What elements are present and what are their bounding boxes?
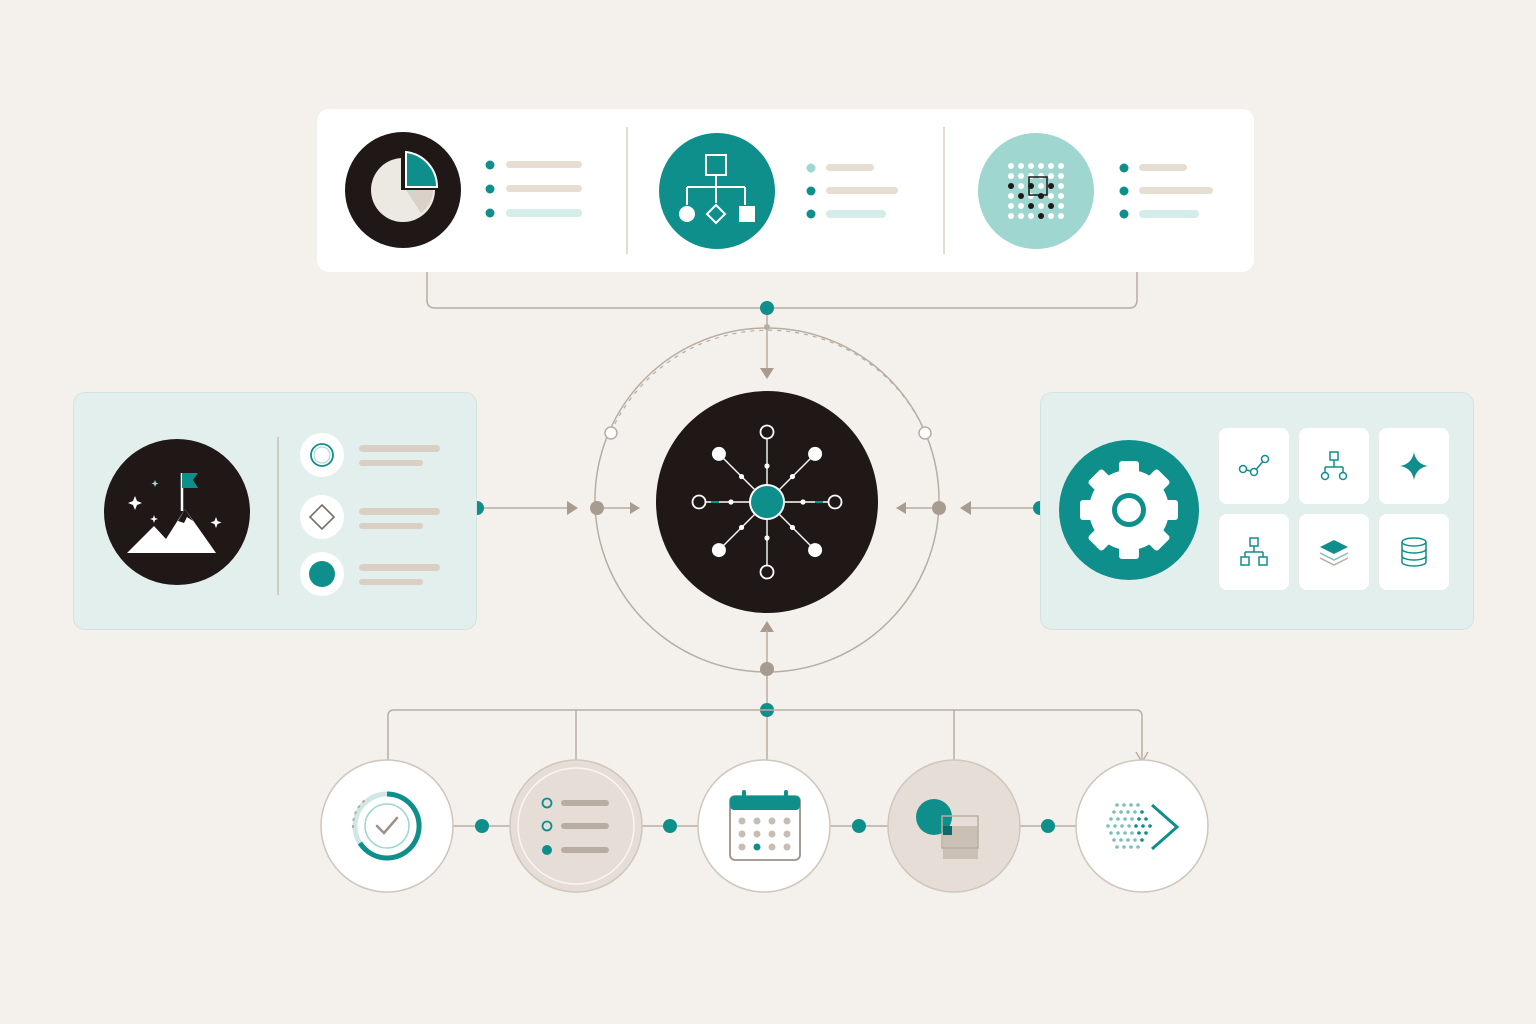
orbit-node-right bbox=[918, 426, 932, 440]
left-panel bbox=[73, 392, 477, 630]
top-panel bbox=[317, 109, 1254, 272]
calendar-icon bbox=[729, 790, 801, 861]
network-hub-icon bbox=[656, 391, 878, 613]
sparkle-icon bbox=[1400, 452, 1428, 480]
top-arrow-tick bbox=[764, 324, 770, 330]
list-placeholder bbox=[359, 508, 440, 529]
hierarchy-icon bbox=[1320, 451, 1348, 481]
orbit-node-left bbox=[604, 426, 618, 440]
right-inner-arrow-head bbox=[896, 502, 906, 514]
gear-icon bbox=[1059, 440, 1199, 580]
diamond-outline-icon bbox=[300, 495, 344, 539]
left-inner-arrow-head bbox=[630, 502, 640, 514]
step-checklist[interactable] bbox=[509, 759, 643, 893]
org-chart-icon bbox=[1240, 537, 1268, 566]
bottom-orbit-dot bbox=[760, 662, 774, 676]
share-nodes-icon bbox=[1238, 454, 1270, 477]
tile-hierarchy[interactable] bbox=[1299, 428, 1369, 504]
tile-layers[interactable] bbox=[1299, 514, 1369, 590]
progress-check-icon bbox=[351, 791, 422, 861]
step-overlap-shapes[interactable] bbox=[887, 759, 1021, 893]
database-icon bbox=[1401, 537, 1427, 567]
mountain-flag-icon bbox=[104, 439, 250, 585]
step-link-dot bbox=[475, 819, 489, 833]
checklist-icon bbox=[541, 797, 609, 855]
tile-sparkle[interactable] bbox=[1379, 428, 1449, 504]
step-link-dot bbox=[852, 819, 866, 833]
bottom-steps bbox=[320, 759, 1209, 893]
filled-circle-icon bbox=[300, 552, 344, 596]
top-arrow-head bbox=[760, 368, 774, 379]
left-arrow-head bbox=[567, 501, 578, 515]
bottom-branch-lines bbox=[387, 709, 1143, 760]
top-connector-bracket bbox=[426, 272, 1138, 309]
overlap-shapes-icon bbox=[916, 799, 979, 859]
step-progress-check[interactable] bbox=[320, 759, 454, 893]
tile-org-chart[interactable] bbox=[1219, 514, 1289, 590]
step-chevron-arrow[interactable] bbox=[1075, 759, 1209, 893]
tile-database[interactable] bbox=[1379, 514, 1449, 590]
tile-share-nodes[interactable] bbox=[1219, 428, 1289, 504]
chevron-arrow-icon bbox=[1106, 803, 1180, 851]
top-connector-dot bbox=[760, 301, 774, 315]
right-orbit-dot bbox=[932, 501, 946, 515]
step-calendar[interactable] bbox=[697, 759, 831, 893]
step-link-dot bbox=[1041, 819, 1055, 833]
bottom-arrow-head bbox=[760, 621, 774, 632]
circle-outline-icon bbox=[300, 433, 344, 477]
pie-chart-icon bbox=[345, 132, 461, 248]
left-orbit-dot bbox=[590, 501, 604, 515]
step-link-dot bbox=[663, 819, 677, 833]
list-placeholder bbox=[485, 160, 582, 218]
top-panel-content bbox=[345, 127, 1213, 254]
flowchart-icon bbox=[659, 133, 775, 249]
dot-matrix-icon bbox=[978, 133, 1094, 249]
layers-icon bbox=[1319, 540, 1349, 566]
list-placeholder bbox=[806, 163, 898, 219]
left-panel-content bbox=[104, 433, 440, 596]
orbit-dashed-arc bbox=[610, 329, 926, 433]
list-placeholder bbox=[359, 564, 440, 585]
list-placeholder bbox=[1119, 163, 1213, 219]
right-arrow-head bbox=[960, 501, 971, 515]
right-panel bbox=[1040, 392, 1474, 630]
list-placeholder bbox=[359, 445, 440, 466]
